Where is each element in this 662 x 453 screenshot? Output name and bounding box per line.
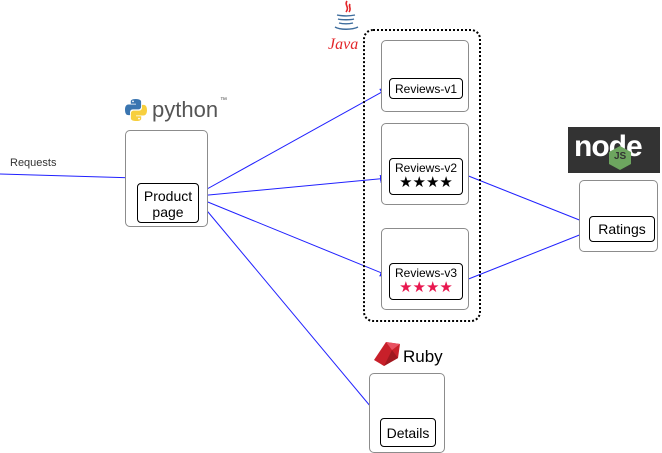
reviews-v1-pod bbox=[381, 40, 469, 112]
node-hexagon-icon bbox=[609, 146, 631, 170]
reviews-group-boundary bbox=[363, 29, 481, 322]
ruby-logo-text: Ruby bbox=[403, 347, 443, 366]
reviews-v1-service[interactable]: Reviews-v1 bbox=[389, 78, 463, 99]
node-js-text: JS bbox=[614, 151, 627, 162]
arrow-productpage-to-reviews-v3 bbox=[197, 197, 390, 277]
ratings-label: Ratings bbox=[598, 221, 646, 237]
arrow-productpage-to-reviews-v2 bbox=[197, 174, 390, 197]
java-logo: Java bbox=[328, 0, 364, 56]
reviews-v2-label: Reviews-v2 bbox=[394, 161, 457, 175]
reviews-v1-label: Reviews-v1 bbox=[394, 82, 457, 96]
reviews-v2-service[interactable]: Reviews-v2 ★★★★ bbox=[389, 158, 463, 195]
node-logo-text: node bbox=[574, 130, 643, 163]
ratings-service[interactable]: Ratings bbox=[589, 216, 655, 242]
productpage-label-line2: page bbox=[152, 204, 184, 220]
java-cup-icon bbox=[334, 0, 359, 30]
java-logo-text: Java bbox=[328, 36, 359, 53]
reviews-v3-service[interactable]: Reviews-v3 ★★★★ bbox=[389, 263, 463, 300]
productpage-service[interactable]: Product page bbox=[137, 183, 199, 223]
productpage-label-line1: Product bbox=[143, 188, 193, 204]
details-service[interactable]: Details bbox=[380, 418, 436, 447]
python-logo-text: python bbox=[152, 97, 219, 122]
arrow-productpage-to-details bbox=[197, 199, 382, 420]
requests-label: Requests bbox=[10, 157, 57, 169]
arrow-requests-to-productpage bbox=[0, 173, 138, 182]
arrow-reviews-v2-to-ratings bbox=[465, 174, 593, 226]
reviews-v3-stars: ★★★★ bbox=[399, 279, 453, 296]
details-label: Details bbox=[386, 425, 430, 441]
arrow-productpage-to-reviews-v1 bbox=[197, 87, 390, 195]
reviews-v2-stars: ★★★★ bbox=[399, 174, 453, 191]
reviews-v3-label: Reviews-v3 bbox=[394, 266, 457, 280]
ruby-gem-icon bbox=[374, 342, 400, 366]
ruby-logo: Ruby bbox=[372, 340, 452, 370]
python-snake-icon bbox=[125, 99, 147, 121]
python-logo: python ™ bbox=[124, 97, 234, 124]
arrow-reviews-v3-to-ratings bbox=[465, 229, 593, 281]
python-tm: ™ bbox=[220, 97, 227, 104]
node-logo: node JS bbox=[568, 127, 660, 173]
